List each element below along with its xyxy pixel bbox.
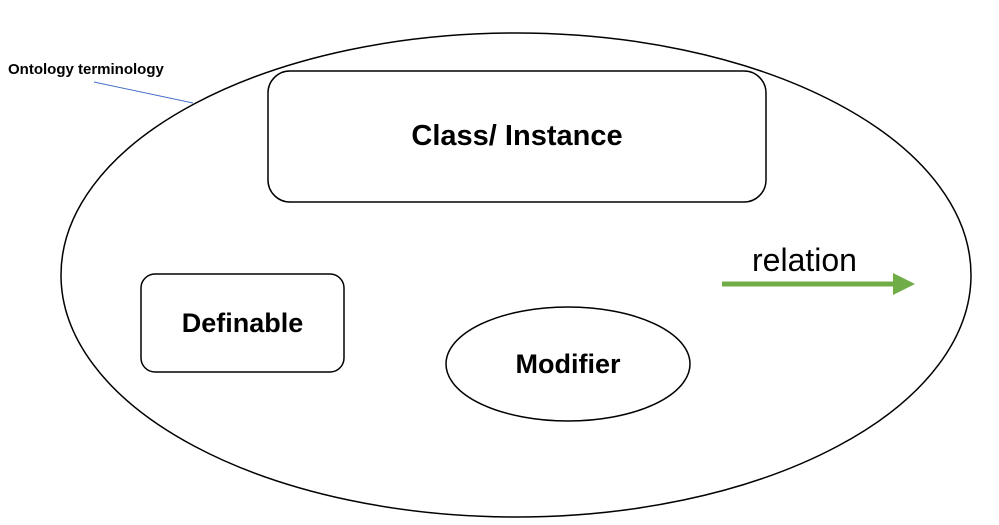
ontology-terminology-ellipse [60, 32, 972, 518]
class-instance-label: Class/ Instance [411, 120, 623, 152]
ontology-terminology-caption: Ontology terminology [8, 61, 164, 78]
modifier-ellipse [445, 306, 691, 422]
definable-label: Definable [181, 307, 304, 338]
definable-box [140, 273, 345, 373]
relation-label: relation [752, 242, 857, 278]
class-instance-box [267, 70, 767, 203]
caption-leader-line [93, 81, 194, 104]
modifier-label: Modifier [515, 349, 621, 379]
relation-arrow-head [893, 273, 915, 295]
